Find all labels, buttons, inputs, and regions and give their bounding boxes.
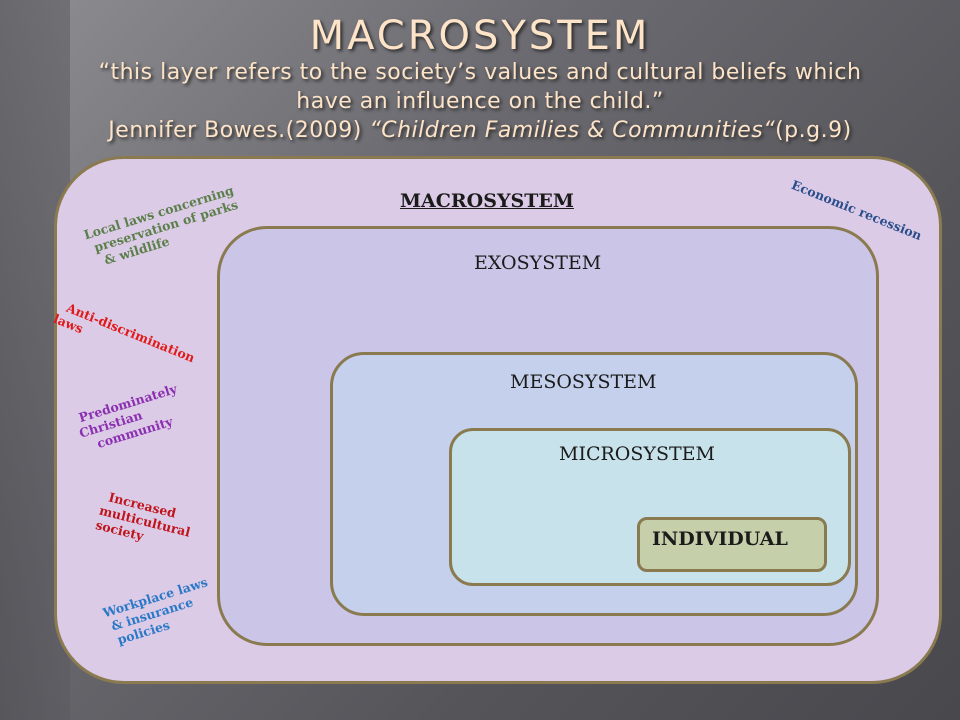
title-quote-line-1: “this layer refers to the society’s valu…: [98, 60, 862, 85]
title-quote-line-2: have an influence on the child.”: [296, 89, 664, 114]
macrosystem-label: MACROSYSTEM: [400, 190, 574, 212]
individual-label: INDIVIDUAL: [652, 528, 788, 550]
citation-page: (p.g.9): [775, 118, 852, 143]
citation-book: “Children Families & Communities“: [369, 118, 776, 143]
title-main: MACROSYSTEM: [309, 13, 651, 59]
mesosystem-label: MESOSYSTEM: [510, 371, 657, 393]
exosystem-label: EXOSYSTEM: [474, 252, 602, 274]
slide-title: MACROSYSTEM “this layer refers to the so…: [0, 14, 960, 145]
citation-author: Jennifer Bowes.(2009): [108, 118, 370, 143]
microsystem-label: MICROSYSTEM: [559, 443, 715, 465]
title-citation: Jennifer Bowes.(2009) “Children Families…: [0, 116, 960, 145]
individual-box: [637, 517, 827, 572]
